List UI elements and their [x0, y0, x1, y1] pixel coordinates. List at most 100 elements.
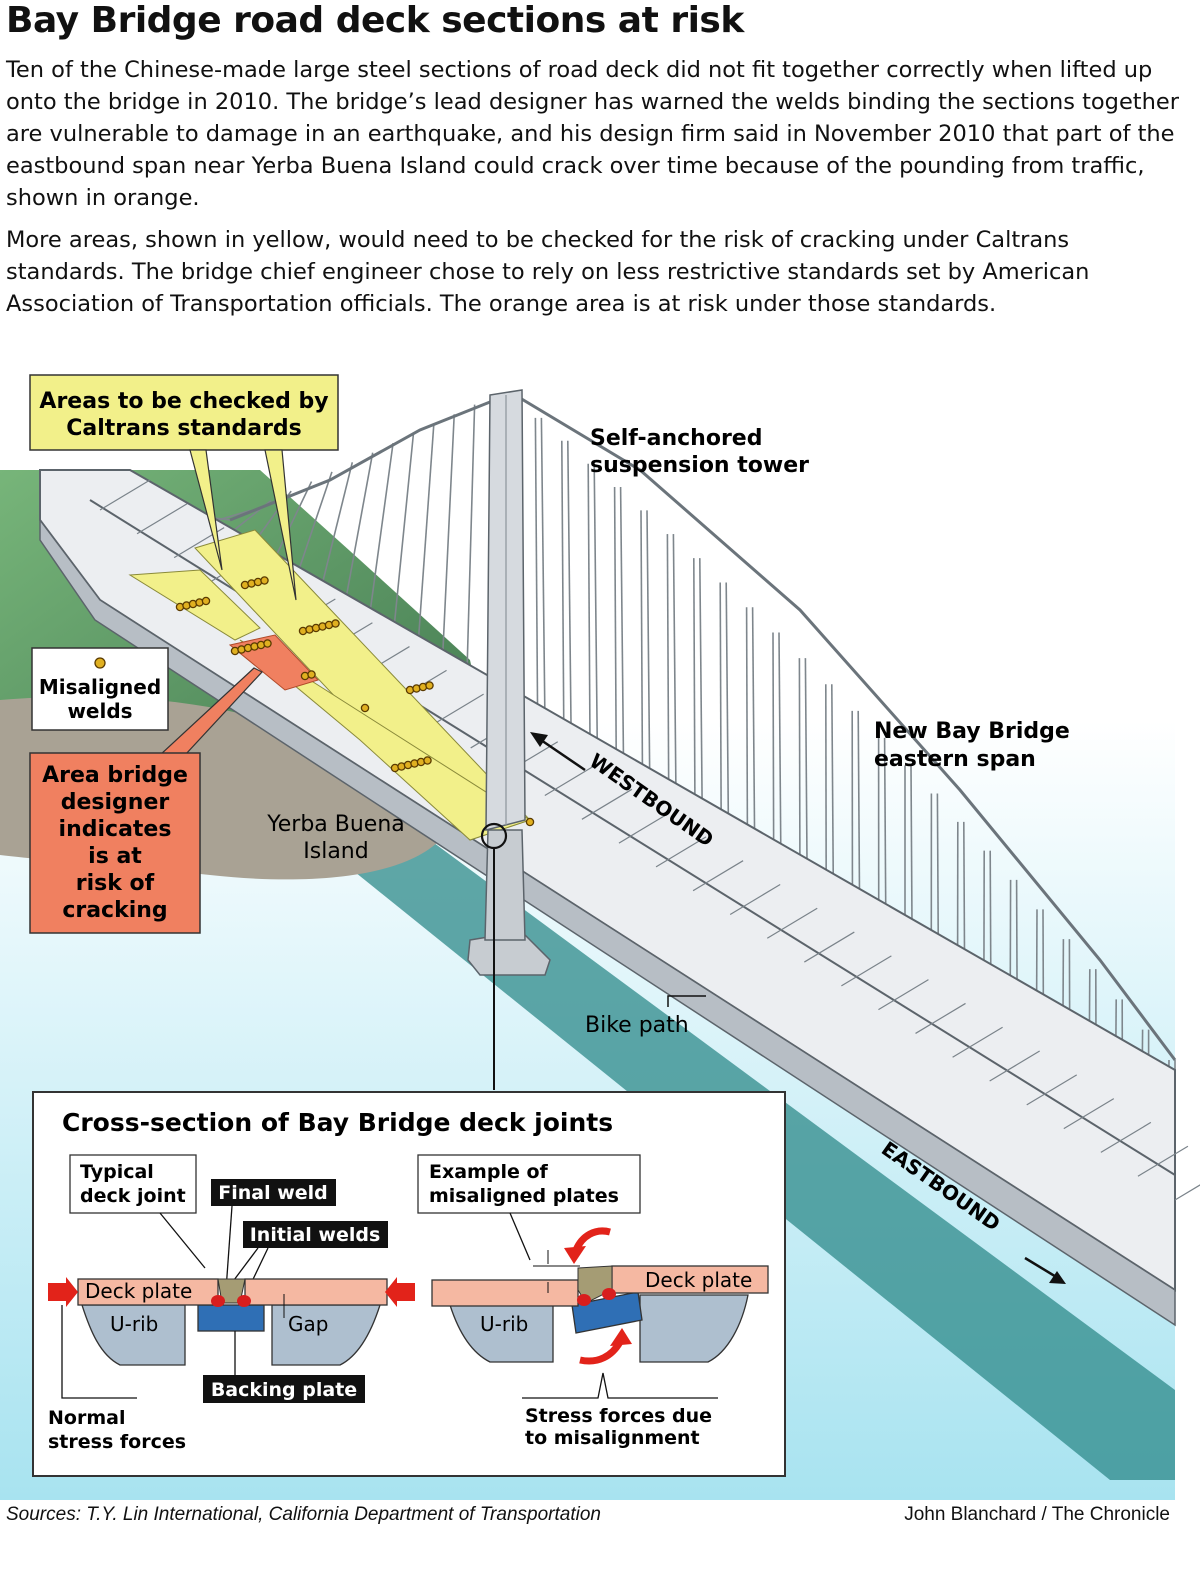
risk-area-box	[29, 752, 201, 934]
deck-crossbeam	[952, 1026, 1003, 1058]
caltrans-callout-pointer-2	[264, 449, 297, 601]
weld-dot	[423, 756, 432, 765]
intro-paragraph: Ten of the Chinese-made large steel sect…	[6, 57, 1179, 211]
bridge-illustration: Areas to be checked by Caltrans standard…	[0, 374, 1200, 1500]
misaligned-label-line1: Misaligned	[39, 675, 161, 699]
deck-crossbeam	[1063, 1098, 1115, 1130]
misaligned-weld-markers	[175, 576, 535, 827]
main-cable-front	[514, 393, 1177, 1061]
risk-label-line: cracking	[62, 898, 167, 923]
misalignment-stress-leader	[522, 1372, 718, 1399]
deck-crossbeam	[729, 883, 781, 915]
bike-path-leader	[667, 995, 706, 1007]
cross-section-title: Cross-section of Bay Bridge deck joints	[62, 1108, 613, 1137]
deck-plate-label-right: Deck plate	[645, 1268, 752, 1292]
weld-dot	[425, 681, 434, 690]
westbound-arrow	[537, 736, 586, 772]
caltrans-label-line2: Caltrans standards	[66, 416, 302, 441]
span-label-line2: eastern span	[874, 747, 1036, 772]
example-leader	[509, 1212, 531, 1261]
deck-plate-left-a	[77, 1278, 219, 1306]
misaligned-label-line2: welds	[67, 699, 132, 723]
deck-crossbeam	[915, 1002, 966, 1034]
normal-stress-leader	[61, 1305, 137, 1399]
initial-welds-tag	[243, 1221, 388, 1248]
u-rib-left-a	[81, 1304, 186, 1366]
deck-crossbeam	[1174, 1184, 1200, 1201]
stress-arrow-left	[48, 1277, 78, 1307]
deck-edge	[39, 517, 1176, 1327]
initial-weld-left-2	[237, 1295, 251, 1307]
westbound-arrowhead	[530, 732, 548, 747]
artist-credit: John Blanchard / The Chronicle	[904, 1504, 1170, 1525]
deck-crossbeam	[1026, 1074, 1078, 1106]
tower-label-line1: Self-anchored	[590, 426, 762, 451]
risk-label-line: is at	[88, 844, 142, 869]
typical-joint-box	[69, 1154, 197, 1214]
deck-crossbeam	[581, 788, 633, 820]
normal-stress-line2: stress forces	[48, 1431, 186, 1453]
final-weld-label: Final weld	[218, 1182, 328, 1204]
stress-arrow-right	[385, 1277, 415, 1307]
risk-label-line: risk of	[76, 871, 155, 896]
weld-dot	[525, 817, 535, 827]
weld-dot	[201, 596, 211, 606]
u-rib-label-left: U-rib	[110, 1312, 158, 1336]
initial-weld-right-2	[602, 1288, 616, 1300]
island-label-line2: Island	[303, 839, 368, 864]
deck-plate-right-a	[431, 1279, 579, 1307]
u-rib-right-b	[639, 1294, 749, 1363]
u-rib-right-a	[449, 1304, 554, 1363]
backing-plate-left	[197, 1304, 265, 1332]
deck-crossbeam	[841, 955, 892, 987]
weld-dot	[260, 576, 269, 585]
risk-label-line: Area bridge	[42, 763, 188, 788]
weld-legend-dot	[94, 657, 106, 669]
eastbound-arrowhead	[1049, 1271, 1066, 1284]
deck-crossbeam	[989, 1050, 1040, 1082]
misalignment-stress-line1: Stress forces due	[525, 1405, 712, 1427]
normal-stress-line1: Normal	[48, 1407, 125, 1429]
deck-crossbeam	[804, 931, 855, 963]
misaligned-example-box	[417, 1154, 641, 1214]
page-title: Bay Bridge road deck sections at risk	[6, 0, 744, 41]
deck-crossbeam	[433, 693, 484, 725]
misalignment-stress-line2: to misalignment	[525, 1427, 700, 1449]
caltrans-label-line1: Areas to be checked by	[39, 389, 328, 414]
misalignment-force-arrowhead-top	[564, 1246, 586, 1264]
sources-credit: Sources: T.Y. Lin International, Califor…	[6, 1504, 601, 1525]
deck-crossbeam	[692, 860, 744, 892]
second-paragraph: More areas, shown in yellow, would need …	[6, 227, 1090, 317]
deck-crossbeam	[1100, 1121, 1152, 1153]
deck-crossbeam	[878, 979, 929, 1011]
weld-dot	[307, 670, 316, 679]
misalignment-force-arrowhead-bottom	[610, 1328, 632, 1346]
deck-crossbeam	[544, 765, 596, 797]
deck-crossbeam	[136, 503, 188, 535]
tower-label-line2: suspension tower	[590, 453, 809, 478]
typical-leader	[159, 1212, 206, 1269]
deck-plate-left-b	[244, 1278, 388, 1306]
initial-weld-left-1	[211, 1295, 225, 1307]
typical-label-line1: Typical	[80, 1161, 154, 1183]
risk-label-line: indicates	[59, 817, 172, 842]
initial-weld-right-1	[577, 1294, 591, 1306]
deck-crossbeam	[1137, 1145, 1189, 1177]
eastbound-arrow	[1024, 1256, 1059, 1280]
deck-plate-label-left: Deck plate	[85, 1279, 192, 1303]
backing-plate-label: Backing plate	[211, 1379, 357, 1401]
bike-path-label: Bike path	[585, 1013, 689, 1038]
weld-dot	[331, 619, 340, 628]
weld-dot	[263, 639, 272, 648]
final-weld-leader	[225, 1205, 233, 1291]
misalignment-force-arrow-bottom	[579, 1340, 624, 1365]
misalignment-force-arrow-top	[572, 1227, 611, 1252]
island-label-line1: Yerba Buena	[266, 812, 405, 837]
deck-crossbeam	[99, 479, 151, 511]
deck-crossbeam	[655, 836, 707, 868]
deck-crossbeam	[766, 907, 818, 939]
u-rib-left-b	[271, 1304, 381, 1366]
weld-dot	[360, 703, 370, 713]
initial-welds-label: Initial welds	[250, 1224, 381, 1246]
